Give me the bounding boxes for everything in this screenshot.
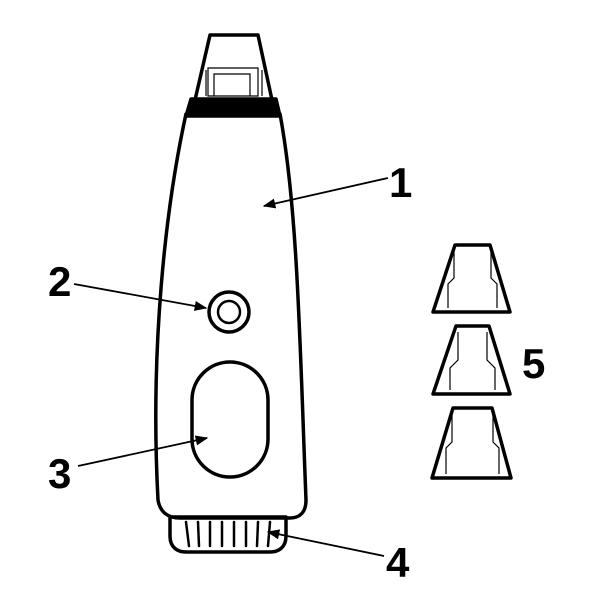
device-body (154, 112, 308, 520)
callout-2: 2 (48, 258, 71, 305)
power-button (207, 290, 251, 334)
spare-tip-3 (430, 406, 513, 480)
callout-3: 3 (48, 450, 71, 497)
leader-line-2 (73, 283, 208, 311)
callout-5: 5 (522, 340, 545, 387)
leader-line-1 (262, 177, 389, 209)
callout-1: 1 (389, 159, 412, 206)
device (154, 33, 308, 554)
spare-tip-2 (431, 324, 512, 396)
callout-4: 4 (386, 539, 410, 586)
device-tip (193, 33, 274, 102)
spare-tips (430, 243, 513, 480)
leader-line-3 (77, 435, 209, 467)
leader-line-4 (266, 529, 385, 557)
spare-tip-1 (431, 243, 512, 314)
base-ring (168, 515, 288, 554)
display-window (190, 360, 270, 479)
